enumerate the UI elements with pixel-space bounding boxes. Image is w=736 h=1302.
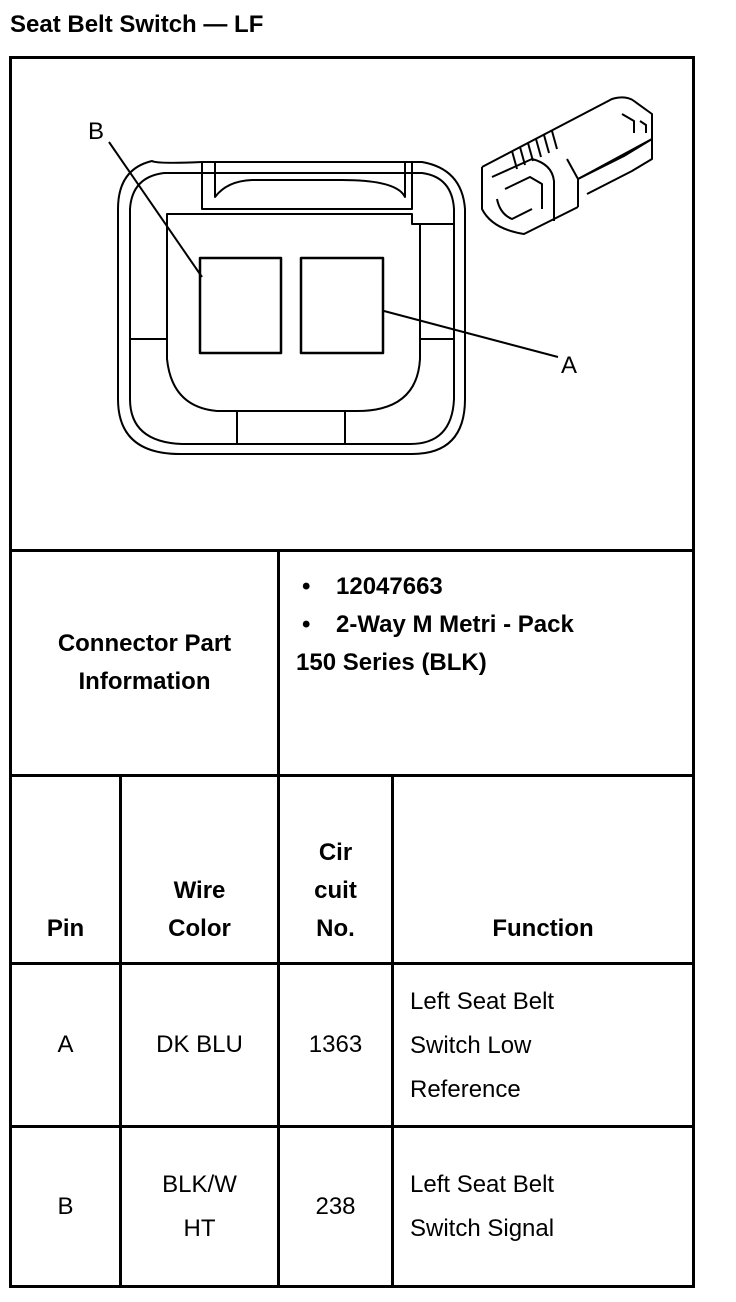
header-pin: Pin <box>46 915 85 942</box>
row-b-pin: B <box>57 1193 74 1220</box>
page-title: Seat Belt Switch — LF <box>10 11 264 38</box>
bullet-glyph: • <box>302 573 311 600</box>
pin-b-label: B <box>88 118 104 145</box>
list-item: • 12047663 <box>296 568 686 606</box>
connector-series: 150 Series (BLK) <box>296 649 487 676</box>
divider <box>9 549 695 552</box>
row-a-function: Left Seat Belt Switch Low Reference <box>410 988 555 1103</box>
divider <box>277 549 280 776</box>
connector-info-label: Connector Part Information <box>57 630 232 695</box>
pin-a-label: A <box>561 352 577 379</box>
header-wire-color: Wire Color <box>168 877 231 942</box>
connector-3d-icon <box>481 96 653 235</box>
connector-info-details: • 12047663 • 2-Way M Metri - Pack 150 Se… <box>296 568 686 768</box>
row-b-function: Left Seat Belt Switch Signal <box>410 1171 555 1242</box>
bullet-glyph: • <box>302 611 311 638</box>
list-item: • 2-Way M Metri - Pack <box>296 606 686 644</box>
divider <box>277 774 280 1288</box>
part-number: 12047663 <box>336 573 443 600</box>
divider <box>9 1125 695 1128</box>
divider <box>9 962 695 965</box>
table-frame <box>9 56 695 1288</box>
row-a-wire-color: DK BLU <box>156 1031 243 1058</box>
header-circuit-no: Cir cuit No. <box>314 839 357 942</box>
row-a-circuit: 1363 <box>308 1031 363 1058</box>
row-a-pin: A <box>57 1031 74 1058</box>
divider <box>119 774 122 1288</box>
divider <box>9 774 695 777</box>
connector-diagram: B A <box>88 96 653 455</box>
row-b-wire-color: BLK/W HT <box>162 1171 237 1242</box>
row-b-circuit: 238 <box>315 1193 356 1220</box>
header-function: Function <box>492 915 594 942</box>
divider <box>391 774 394 1288</box>
connector-type: 2-Way M Metri - Pack <box>336 611 574 638</box>
